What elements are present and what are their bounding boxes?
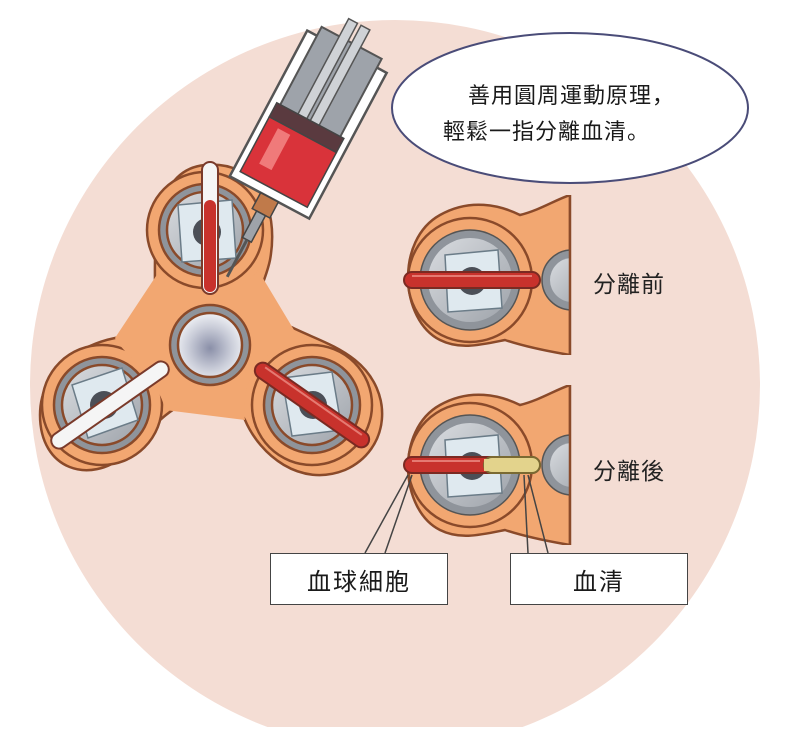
bubble-line-1: 善用圓周運動原理，	[468, 84, 676, 109]
label-after: 分離後	[593, 459, 665, 485]
inset-before	[403, 195, 570, 355]
bubble-line-2: 輕鬆一指分離血清。	[443, 120, 651, 145]
tube-left-empty	[50, 360, 170, 450]
inset-after	[403, 385, 570, 545]
tube-top	[201, 161, 219, 295]
label-serum: 血清	[510, 553, 688, 605]
leader-lines	[364, 474, 549, 554]
label-blood-cells: 血球細胞	[270, 553, 448, 605]
syringe	[225, 17, 389, 278]
label-before: 分離前	[593, 272, 665, 298]
speech-bubble	[391, 32, 749, 184]
tube-right-filled	[253, 361, 371, 449]
